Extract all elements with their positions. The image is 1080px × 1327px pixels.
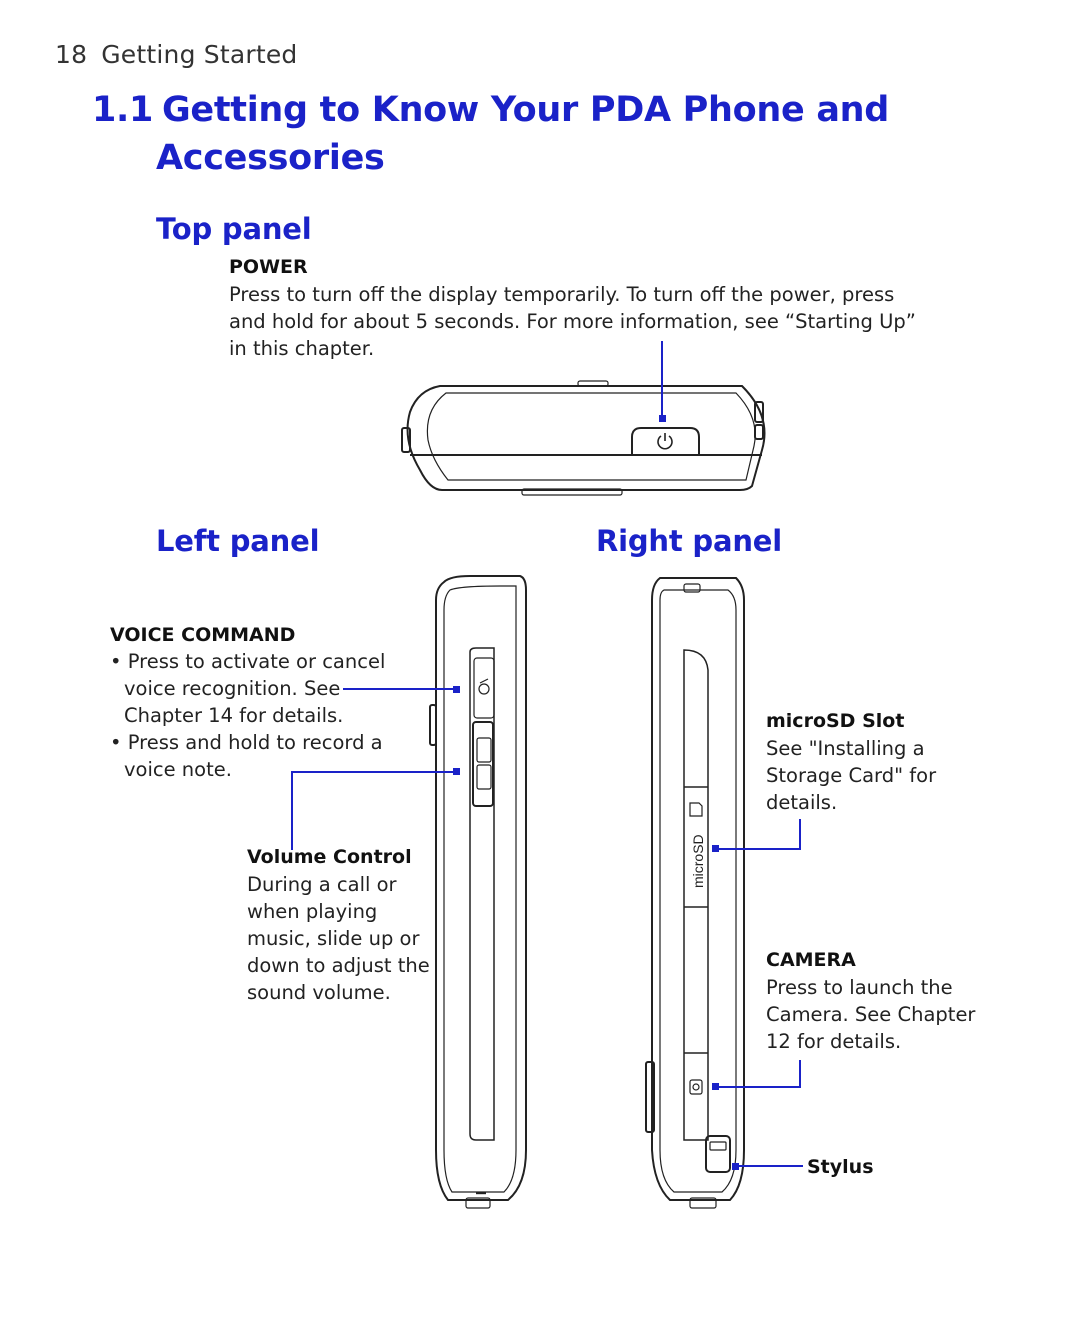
- page-number: 18: [55, 40, 88, 69]
- stylus-icon: [705, 1135, 731, 1173]
- microsd-line-1: See "Installing a: [766, 737, 925, 760]
- voice-command-bullet-2: • Press and hold to record a: [110, 731, 383, 754]
- volume-control-label: Volume Control: [247, 846, 412, 868]
- voice-command-bullet-1: • Press to activate or cancel: [110, 650, 386, 673]
- volume-line-3: music, slide up or: [247, 927, 420, 950]
- callout-lines: [291, 341, 803, 1167]
- power-button: [631, 427, 700, 455]
- voice-command-icon: [478, 678, 490, 695]
- camera-description: Press to launch the Camera. See Chapter …: [766, 974, 986, 1055]
- heading-number: 1.1: [92, 90, 154, 130]
- stylus-label: Stylus: [807, 1156, 874, 1178]
- volume-control-callout: [291, 771, 456, 850]
- voice-command-label: VOICE COMMAND: [110, 624, 296, 646]
- microsd-label: microSD Slot: [766, 710, 905, 732]
- voice-command-button: [473, 657, 495, 719]
- power-label: POWER: [229, 256, 308, 278]
- top-panel-title: Top panel: [156, 212, 312, 246]
- camera-icon: [689, 1079, 703, 1095]
- volume-line-2: when playing: [247, 900, 378, 923]
- camera-label: CAMERA: [766, 949, 856, 971]
- camera-line-3: 12 for details.: [766, 1030, 902, 1053]
- volume-line-1: During a call or: [247, 873, 397, 896]
- volume-control-description: During a call or when playing music, sli…: [247, 871, 447, 1006]
- heading-line-2: Accessories: [156, 138, 385, 178]
- power-line-2: and hold for about 5 seconds. For more i…: [229, 310, 916, 333]
- volume-line-5: sound volume.: [247, 981, 391, 1004]
- microsd-card-icon: [689, 802, 703, 817]
- voice-command-description: • Press to activate or cancel voice reco…: [110, 648, 410, 783]
- microsd-description: See "Installing a Storage Card" for deta…: [766, 735, 986, 816]
- power-description: Press to turn off the display temporaril…: [229, 281, 929, 362]
- power-line-1: Press to turn off the display temporaril…: [229, 283, 895, 306]
- volume-control-slider: [472, 721, 494, 807]
- left-panel-title: Left panel: [156, 524, 320, 558]
- microsd-line-3: details.: [766, 791, 838, 814]
- callout-markers: [453, 415, 739, 1170]
- microsd-device-text: microSD: [690, 834, 706, 888]
- power-icon: [657, 433, 673, 450]
- section-name: Getting Started: [101, 40, 298, 69]
- running-head: 18 Getting Started: [55, 40, 298, 69]
- microsd-callout: [716, 819, 801, 850]
- power-line-3: in this chapter.: [229, 337, 375, 360]
- camera-line-1: Press to launch the: [766, 976, 953, 999]
- voice-command-line-5: voice note.: [124, 758, 232, 781]
- heading-line-1: Getting to Know Your PDA Phone and: [162, 90, 890, 130]
- voice-command-line-3: Chapter 14 for details.: [124, 704, 344, 727]
- top-view-device: [401, 380, 766, 496]
- voice-command-line-2: voice recognition. See: [124, 677, 341, 700]
- camera-callout: [716, 1060, 801, 1088]
- camera-line-2: Camera. See Chapter: [766, 1003, 976, 1026]
- right-panel-title: Right panel: [596, 524, 783, 558]
- volume-line-4: down to adjust the: [247, 954, 430, 977]
- microsd-line-2: Storage Card" for: [766, 764, 937, 787]
- right-side-device: [645, 577, 745, 1209]
- left-side-device: [429, 575, 527, 1209]
